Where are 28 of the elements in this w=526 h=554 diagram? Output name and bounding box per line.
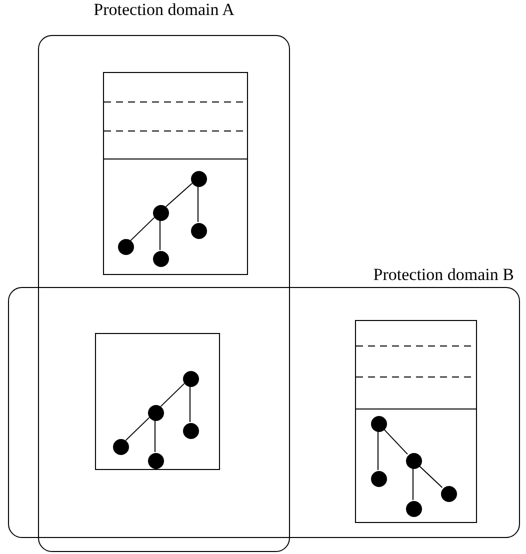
- tree-node-dot: [406, 453, 422, 469]
- tree-edge: [418, 465, 443, 488]
- object-box: [355, 320, 477, 523]
- domain-label: Protection domain B: [373, 265, 514, 285]
- tree-edge: [383, 428, 408, 455]
- tree-edge: [130, 217, 155, 241]
- tree-node-dot: [148, 453, 164, 469]
- tree-node-dot: [148, 405, 164, 421]
- tree-edge: [412, 468, 414, 500]
- object-box: [103, 72, 248, 275]
- tree-node-dot: [183, 423, 199, 439]
- tree-node-dot: [153, 205, 169, 221]
- tree-node-dot: [371, 416, 387, 432]
- tree-node-dot: [113, 439, 129, 455]
- tree-edge: [125, 417, 150, 441]
- tree-node-dot: [183, 371, 199, 387]
- tree-node-dot: [441, 486, 457, 502]
- tree-edge: [160, 383, 185, 407]
- tree-node-dot: [191, 171, 207, 187]
- tree-node-dot: [191, 223, 207, 239]
- tree-node-dot: [406, 501, 422, 517]
- object-box: [95, 333, 220, 470]
- tree-edge: [154, 420, 156, 452]
- domain-label: Protection domain A: [92, 0, 236, 20]
- tree-edge: [165, 182, 193, 208]
- tree-node-dot: [153, 251, 169, 267]
- tree-node-dot: [118, 239, 134, 255]
- tree-node-dot: [371, 471, 387, 487]
